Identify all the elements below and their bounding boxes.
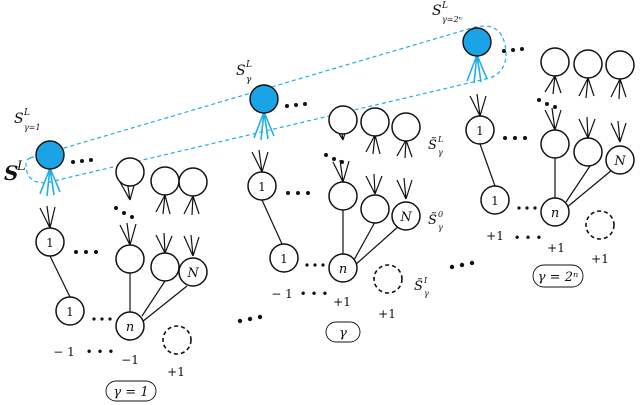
tilde-label-l-sup: L <box>437 135 443 144</box>
tilde-label-i-sup: I <box>423 276 428 285</box>
top-label-mid-base: S <box>236 63 246 79</box>
tree-gamma-1 <box>35 157 208 355</box>
top-label-mid-sub: γ <box>246 75 252 85</box>
main-label-s: S <box>4 161 18 185</box>
tilde-label-zero-sup: 0 <box>438 210 443 219</box>
tree-gamma-mid <box>247 105 421 294</box>
value-plus-one: +1 <box>333 295 351 309</box>
value-plus-one: +1 <box>167 365 185 379</box>
value-plus-one: +1 <box>378 307 396 321</box>
node-label-1: 1 <box>258 180 266 194</box>
node-label-N: N <box>186 266 199 281</box>
value-dots: • • • <box>86 345 115 359</box>
top-dots-2 <box>285 102 307 108</box>
value-minus-one: − 1 <box>53 345 75 359</box>
tilde-label-l-sub: γ <box>438 148 443 157</box>
main-label-sup: L <box>16 159 26 174</box>
node-label-1: 1 <box>280 252 288 266</box>
sl-group-box <box>25 25 507 184</box>
value-minus-one-b: −1 <box>121 353 139 367</box>
gamma-label-1: γ = 1 <box>113 385 148 400</box>
tree-gamma-last <box>465 47 635 240</box>
node-label-1: 1 <box>491 194 499 208</box>
value-minus-one: − 1 <box>271 287 293 301</box>
value-plus-one: +1 <box>547 241 565 255</box>
node-label-N: N <box>613 154 626 169</box>
node-label-N: N <box>399 210 412 225</box>
value-dots: • • • <box>514 231 543 245</box>
node-label-n: n <box>551 206 559 221</box>
top-dots-3 <box>502 47 524 53</box>
gamma-box-1 <box>105 380 157 402</box>
tilde-label-i-sub: γ <box>424 289 429 298</box>
value-dots: • • • <box>300 287 329 301</box>
value-plus-one: +1 <box>486 229 504 243</box>
node-label-1: 1 <box>46 236 54 250</box>
tilde-label-zero-base: S̃ <box>428 212 437 228</box>
top-label-last-sub: γ=2ⁿ <box>442 15 462 24</box>
top-node-gamma-mid <box>249 84 279 141</box>
top-label-first-base: S <box>14 111 24 127</box>
top-node-gamma-last <box>462 27 492 84</box>
top-label-first-sup: L <box>23 108 30 118</box>
gamma-label-mid: γ <box>339 326 347 341</box>
top-label-last-base: S <box>432 3 442 19</box>
value-plus-one: +1 <box>591 252 609 266</box>
node-label-n: n <box>339 262 347 277</box>
gamma-box-last <box>532 264 584 288</box>
node-label-1: 1 <box>476 124 484 138</box>
top-label-mid-sup: L <box>245 60 252 70</box>
top-node-gamma-1 <box>35 140 65 197</box>
node-label-n: n <box>126 320 134 335</box>
between-dots <box>237 260 475 324</box>
top-dots-1 <box>71 158 93 164</box>
top-label-first-sub: γ=1 <box>24 123 41 132</box>
node-label-1: 1 <box>66 305 74 319</box>
gamma-label-last: γ = 2ⁿ <box>538 270 578 285</box>
tilde-label-i-base: S̃ <box>414 278 423 294</box>
gamma-box-mid <box>325 321 361 343</box>
top-label-last-sup: L <box>441 1 448 11</box>
tilde-label-zero-sub: γ <box>438 223 443 232</box>
tilde-label-l-base: S̃ <box>428 137 437 153</box>
